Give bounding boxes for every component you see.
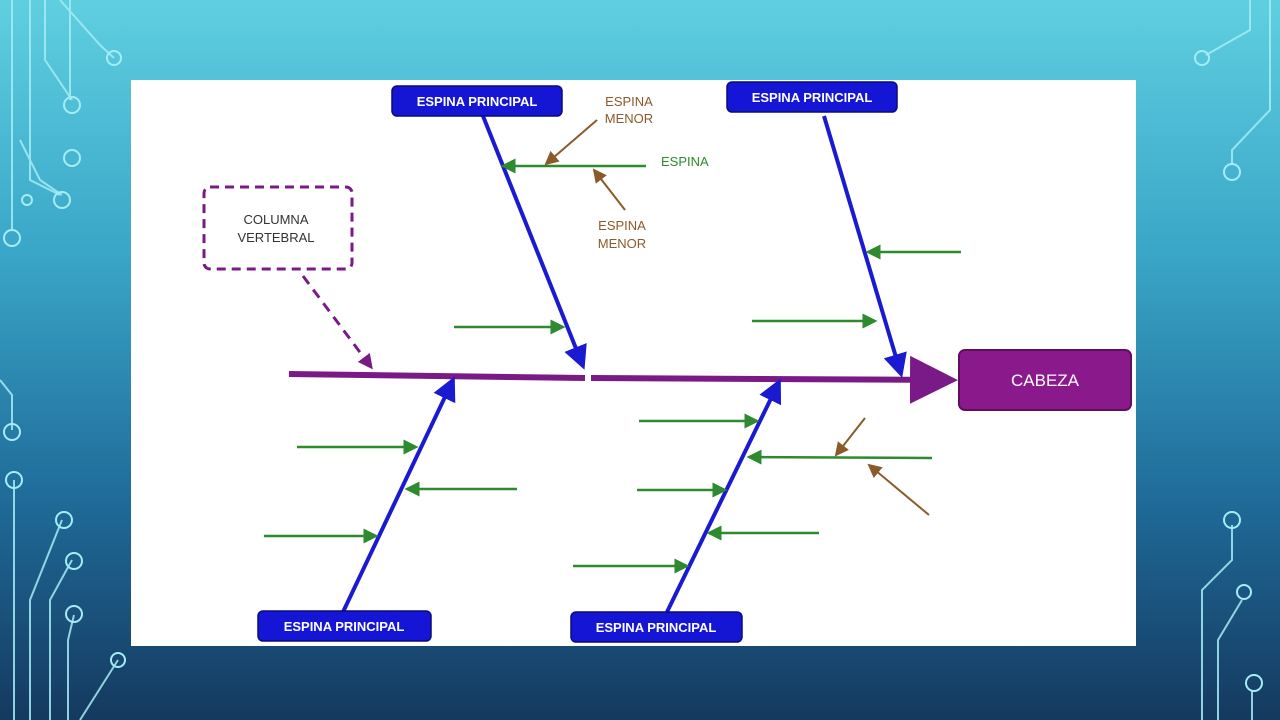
main-bone-bottom-left	[341, 376, 456, 613]
spine-label-line2: VERTEBRAL	[237, 230, 314, 245]
minor-bone-arrow	[867, 463, 930, 516]
main-bone-label-top-right: ESPINA PRINCIPAL	[752, 90, 873, 105]
minor-bone-label-bottom-line2: MENOR	[598, 236, 646, 251]
main-bone-label-bottom-left: ESPINA PRINCIPAL	[284, 619, 405, 634]
bone-label: ESPINA	[661, 154, 709, 169]
main-bone-bottom-right	[665, 378, 782, 613]
fishbone-diagram-panel: CABEZA COLUMNA VERTEBRAL	[131, 80, 1136, 646]
spine-line-left	[288, 371, 586, 381]
main-bone-top-right	[822, 115, 907, 378]
bone-arrow	[746, 449, 933, 465]
minor-bone-arrow	[544, 119, 598, 166]
minor-bone-label-bottom-line1: ESPINA	[598, 218, 646, 233]
fishbone-diagram: CABEZA COLUMNA VERTEBRAL	[202, 81, 1132, 643]
main-bone-label-top-left: ESPINA PRINCIPAL	[417, 94, 538, 109]
main-bone-top-left	[481, 115, 587, 370]
spine-line-right	[590, 355, 958, 404]
main-bone-box-top-left	[391, 85, 563, 117]
minor-bone-arrow	[834, 417, 866, 457]
circuit-decoration-right	[1194, 0, 1271, 720]
head-box	[958, 349, 1132, 411]
minor-bone-arrow	[592, 168, 626, 211]
circuit-decoration-left	[0, 0, 126, 720]
head-label: CABEZA	[1011, 371, 1080, 390]
minor-bone-label-top-line2: MENOR	[605, 111, 653, 126]
main-bone-box-top-right	[726, 81, 898, 113]
minor-bone-label-top-line1: ESPINA	[605, 94, 653, 109]
main-bone-box-bottom-left	[257, 610, 432, 642]
main-bone-label-bottom-right: ESPINA PRINCIPAL	[596, 620, 717, 635]
spine-label-pointer	[301, 275, 373, 370]
spine-label-box	[202, 185, 354, 271]
main-bone-box-bottom-right	[570, 611, 743, 643]
spine-label-line1: COLUMNA	[243, 212, 308, 227]
